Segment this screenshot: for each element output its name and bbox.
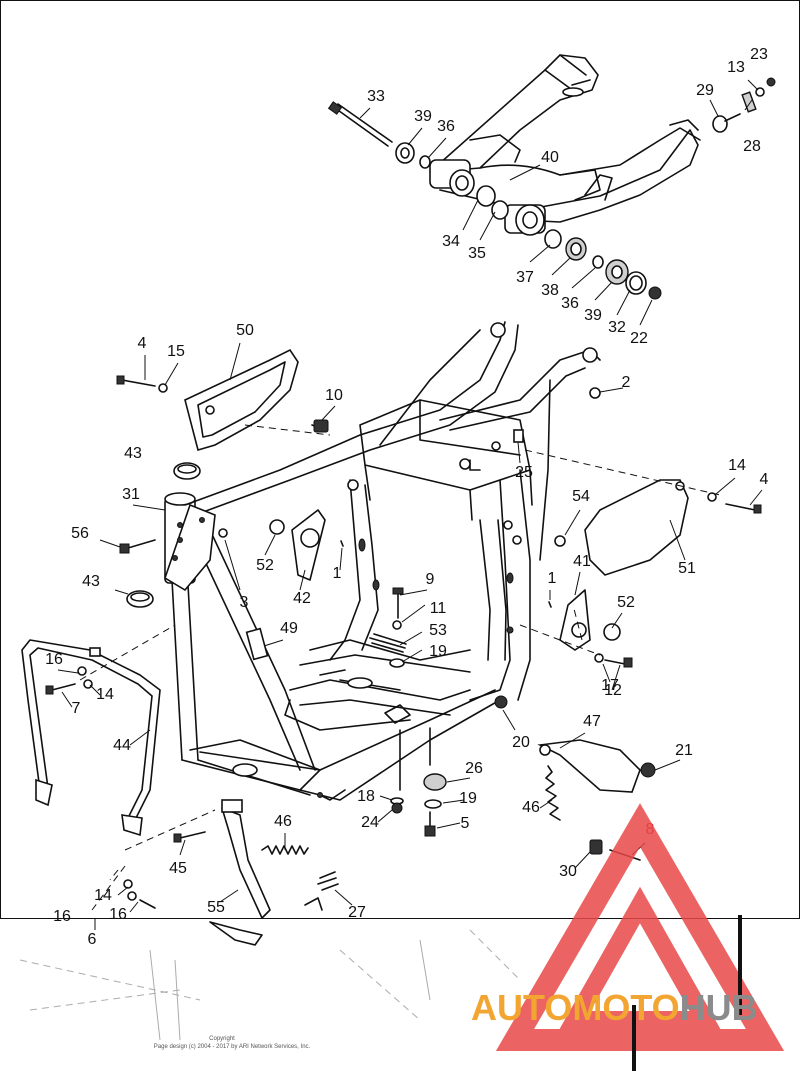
copyright-heading: Copyright	[209, 1036, 235, 1042]
part-label-38: 38	[541, 282, 559, 299]
part-label-33: 33	[367, 88, 385, 105]
leader-lines	[79, 424, 721, 911]
part-label-54: 54	[572, 488, 590, 505]
part-label-51: 51	[678, 560, 696, 577]
part-label-14c: 14	[94, 887, 112, 904]
automotohub-logo: AUTOMOTOHUB	[471, 803, 785, 1071]
part-label-18: 18	[357, 788, 375, 805]
part-label-16c: 16	[109, 906, 127, 923]
part-label-47: 47	[583, 713, 601, 730]
part-label-52b: 52	[617, 594, 635, 611]
part-label-45: 45	[169, 860, 187, 877]
part-label-50: 50	[236, 322, 254, 339]
part-label-30: 30	[559, 863, 577, 880]
part-label-36a: 36	[437, 118, 455, 135]
part-label-24: 24	[361, 814, 379, 831]
part-label-21: 21	[675, 742, 693, 759]
swingarm-assembly	[429, 54, 701, 236]
part-label-4b: 4	[760, 471, 769, 488]
main-frame	[164, 321, 601, 801]
part-label-6: 6	[88, 931, 97, 948]
part-label-13: 13	[727, 59, 745, 76]
part-label-27: 27	[348, 904, 366, 921]
part-label-31: 31	[122, 486, 140, 503]
part-label-14a: 14	[728, 457, 746, 474]
part-label-29: 29	[696, 82, 714, 99]
part-label-49: 49	[280, 620, 298, 637]
part-label-28: 28	[743, 138, 761, 155]
part-label-23: 23	[750, 46, 768, 63]
part-label-22: 22	[630, 330, 648, 347]
bushing-35	[491, 200, 509, 220]
part-label-35: 35	[468, 245, 486, 262]
part-label-19a: 19	[429, 643, 447, 660]
part-label-7: 7	[72, 700, 81, 717]
logo-text-hub: HUB	[680, 987, 758, 1028]
part-label-19b: 19	[459, 790, 477, 807]
part-label-46b: 46	[274, 813, 292, 830]
part-label-40: 40	[541, 149, 559, 166]
part-label-43a: 43	[124, 445, 142, 462]
part-label-32: 32	[608, 319, 626, 336]
faded-lower-region	[19, 929, 521, 1041]
part-label-43b: 43	[82, 573, 100, 590]
part-label-44: 44	[113, 737, 131, 754]
part-label-39b: 39	[584, 307, 602, 324]
logo-text-automoto: AUTOMOTO	[471, 987, 680, 1028]
part-label-20: 20	[512, 734, 530, 751]
part-label-34: 34	[442, 233, 460, 250]
part-label-9: 9	[426, 571, 435, 588]
part-label-3: 3	[240, 594, 249, 611]
part-label-55: 55	[207, 899, 225, 916]
part-label-11: 11	[430, 600, 447, 617]
springs	[261, 765, 561, 911]
bushing-34	[476, 185, 496, 207]
copyright-notice: Page design (c) 2004 - 2017 by ARI Netwo…	[154, 1044, 311, 1050]
part-label-15: 15	[167, 343, 185, 360]
washer-36-left	[419, 155, 431, 169]
pivot-stack-right	[544, 229, 662, 300]
crash-bar-44	[21, 639, 161, 837]
part-label-14b: 14	[96, 686, 114, 703]
part-label-16b: 16	[53, 908, 71, 925]
part-label-52a: 52	[256, 557, 274, 574]
part-label-36b: 36	[561, 295, 579, 312]
part-label-16a: 16	[45, 651, 63, 668]
part-label-17: 17	[601, 677, 619, 694]
part-label-53: 53	[429, 622, 447, 639]
part-label-5: 5	[461, 815, 470, 832]
jiffy-stand-55	[209, 799, 271, 946]
part-label-1a: 1	[333, 565, 342, 582]
part-label-4a: 4	[138, 335, 147, 352]
part-label-1b: 1	[548, 570, 557, 587]
side-cover-50	[184, 348, 299, 452]
pivot-bolt-33	[327, 101, 393, 147]
part-label-37: 37	[516, 269, 534, 286]
part-label-12: 12	[604, 682, 622, 699]
part-label-10: 10	[325, 387, 343, 404]
part-label-56: 56	[71, 525, 89, 542]
part-label-41: 41	[573, 553, 591, 570]
bracket-47	[537, 739, 641, 793]
axle-adjuster-parts	[712, 77, 776, 133]
part-label-42: 42	[293, 590, 311, 607]
part-label-46a: 46	[522, 799, 540, 816]
part-label-26: 26	[465, 760, 483, 777]
svg-text:AUTOMOTOHUB: AUTOMOTOHUB	[471, 987, 758, 1028]
part-label-25: 25	[515, 464, 533, 481]
part-label-2: 2	[622, 374, 631, 391]
fasteners	[45, 375, 762, 909]
part-label-39a: 39	[414, 108, 432, 125]
